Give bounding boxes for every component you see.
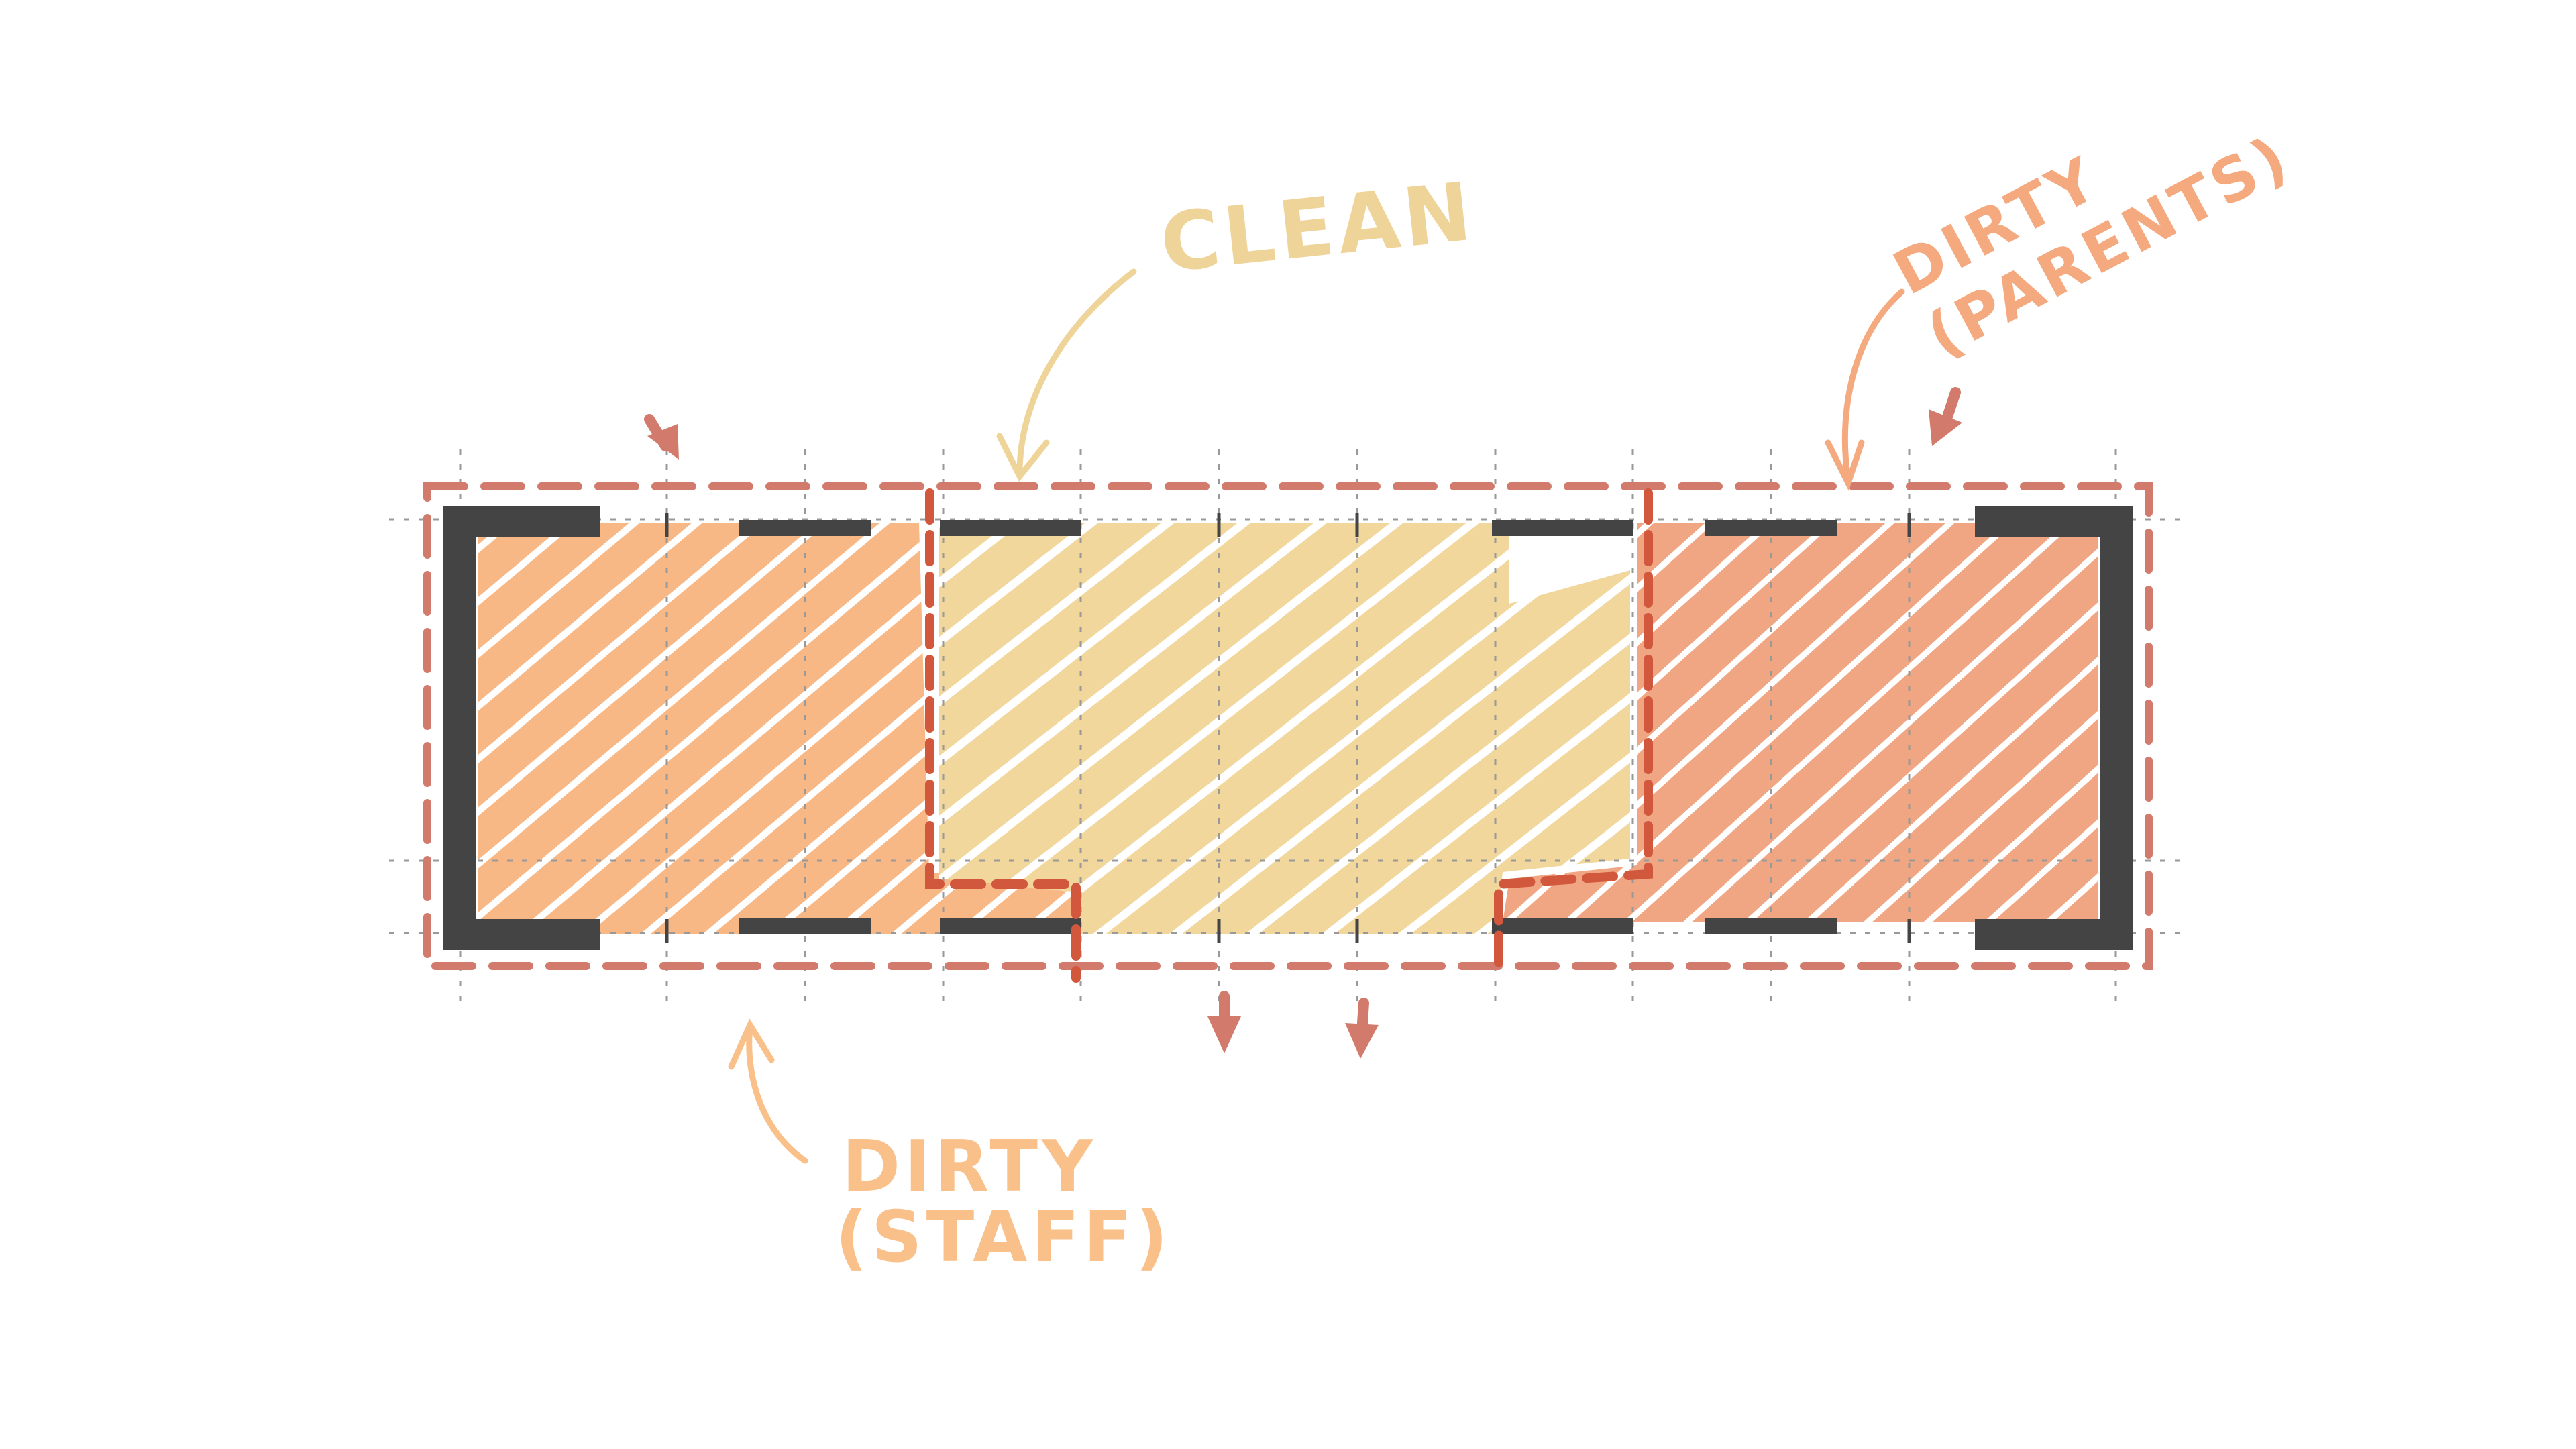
clean-leader-arrow-icon xyxy=(996,268,1137,482)
walls xyxy=(443,506,2133,950)
zone-fills xyxy=(478,523,2098,934)
exit-arrow-icon xyxy=(1345,998,1379,1059)
exit-arrow-icon xyxy=(1208,991,1241,1053)
clean-zone-fill xyxy=(939,523,1630,934)
flow-arrows xyxy=(644,387,1962,1059)
boundaries xyxy=(423,482,2153,983)
clean-boundary-left xyxy=(925,488,1081,983)
staff-zone-fill xyxy=(478,523,1073,934)
entry-arrow-icon xyxy=(644,414,679,460)
staff-leader-arrow-icon xyxy=(728,1018,808,1164)
clean-boundary-right xyxy=(1494,488,1653,974)
entry-arrow-icon xyxy=(1929,387,1962,446)
parents-leader-arrow-icon xyxy=(1825,288,1905,491)
clean-label: CLEAN xyxy=(1157,165,1480,290)
outer-boundary xyxy=(423,482,2153,970)
right-wall-bracket xyxy=(1975,506,2133,950)
dirty-staff-label-line1: DIRTY xyxy=(842,1126,1097,1208)
dirty-staff-label-line2: (STAFF) xyxy=(835,1196,1172,1278)
left-wall-bracket xyxy=(443,506,600,950)
